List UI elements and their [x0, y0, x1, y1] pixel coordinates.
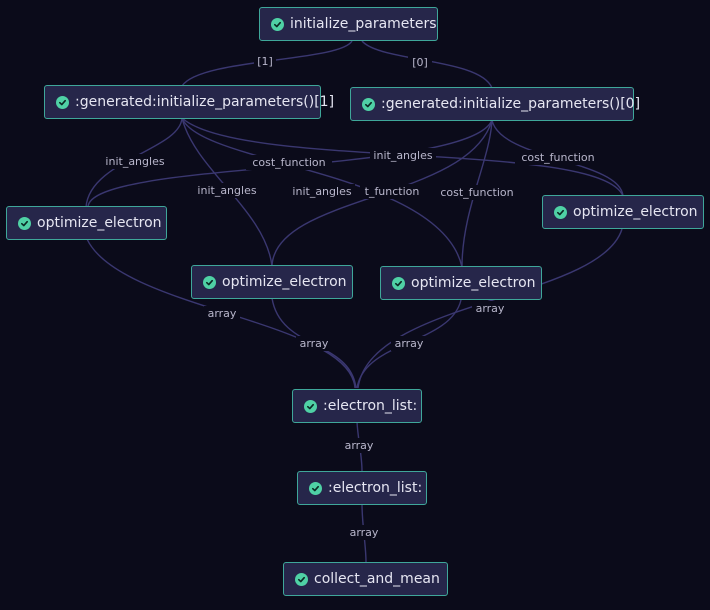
check-circle-icon: [203, 275, 216, 289]
node-optimize-electron-d[interactable]: optimize_electron: [542, 195, 704, 229]
node-collect-and-mean[interactable]: collect_and_mean: [283, 562, 448, 596]
edge-label-cost-function: cost_function: [440, 186, 513, 199]
node-generated-initialize-parameters-0[interactable]: :generated:initialize_parameters()[0]: [350, 87, 640, 121]
edge-label-array: array: [395, 337, 424, 350]
node-optimize-electron-a[interactable]: optimize_electron: [6, 206, 167, 240]
node-label: collect_and_mean: [314, 571, 440, 587]
node-label: :generated:initialize_parameters()[1]: [75, 94, 335, 110]
edge-generated-1-to-optimize-c: [181, 117, 463, 268]
node-initialize-parameters[interactable]: initialize_parameters: [259, 7, 438, 41]
check-circle-icon: [56, 95, 69, 109]
node-electron-list-1[interactable]: :electron_list:: [292, 389, 422, 423]
edge-label-array: array: [300, 337, 329, 350]
edge-label-init-angles: init_angles: [197, 184, 256, 197]
check-circle-icon: [392, 276, 405, 290]
edge-label-init-angles: init_angles: [373, 149, 432, 162]
check-circle-icon: [362, 97, 375, 111]
node-label: initialize_parameters: [290, 16, 437, 32]
node-label: optimize_electron: [411, 275, 536, 291]
node-label: optimize_electron: [222, 274, 347, 290]
node-optimize-electron-c[interactable]: optimize_electron: [380, 266, 542, 300]
check-circle-icon: [554, 205, 567, 219]
edge-label-array: array: [345, 439, 374, 452]
check-circle-icon: [271, 17, 284, 31]
edge-label-[1]: [1]: [257, 55, 273, 68]
node-label: :generated:initialize_parameters()[0]: [381, 96, 641, 112]
node-label: optimize_electron: [37, 215, 162, 231]
check-circle-icon: [309, 481, 322, 495]
edge-label-cost-function: cost_function: [521, 151, 594, 164]
edge-label-array: array: [476, 302, 505, 315]
check-circle-icon: [295, 572, 308, 586]
edge-label-array: array: [350, 526, 379, 539]
edge-label-[0]: [0]: [412, 56, 428, 69]
node-generated-initialize-parameters-1[interactable]: :generated:initialize_parameters()[1]: [44, 85, 334, 119]
node-electron-list-2[interactable]: :electron_list:: [297, 471, 427, 505]
check-circle-icon: [304, 399, 317, 413]
node-label: :electron_list:: [328, 480, 423, 496]
edge-label-init-angles: init_angles: [105, 155, 164, 168]
edge-label-cost-function: cost_function: [252, 156, 325, 169]
node-optimize-electron-b[interactable]: optimize_electron: [191, 265, 353, 299]
edge-label-t-function: t_function: [365, 185, 420, 198]
edge-label-array: array: [208, 307, 237, 320]
check-circle-icon: [18, 216, 31, 230]
node-label: optimize_electron: [573, 204, 698, 220]
node-label: :electron_list:: [323, 398, 418, 414]
edge-label-init-angles: init_angles: [292, 185, 351, 198]
